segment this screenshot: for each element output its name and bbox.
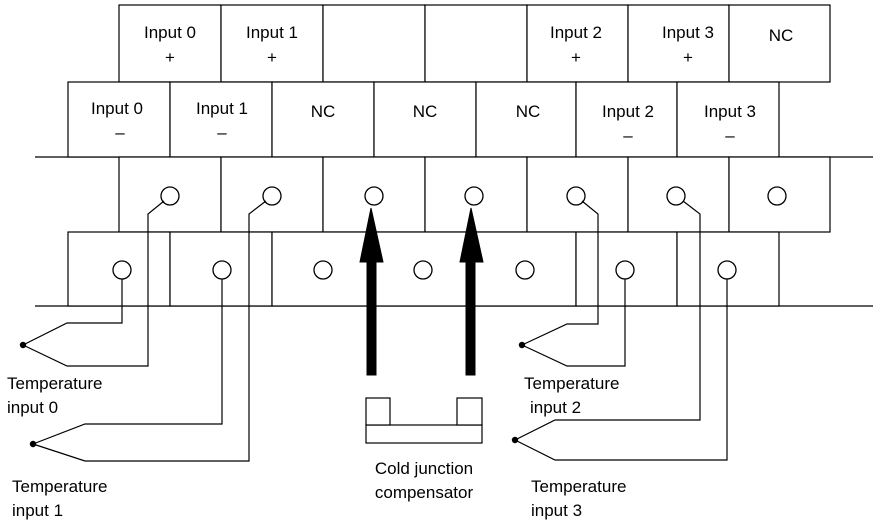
lower-label: NC <box>413 102 438 121</box>
caption-temperature-input-2: Temperature <box>524 374 619 393</box>
terminal-screw <box>112 260 132 280</box>
arrow-shaft <box>366 249 377 376</box>
caption-temperature-input-2-line2: input 2 <box>530 398 581 417</box>
caption-temperature-input-0: Temperature <box>7 374 102 393</box>
label-box-lower <box>373 81 477 158</box>
caption-compensator: compensator <box>375 483 474 502</box>
lower-label-sign: – <box>217 123 227 142</box>
lower-label: Input 0 <box>91 99 143 118</box>
terminal-screw <box>717 260 737 280</box>
wire-plus-1 <box>32 200 267 462</box>
compensator-arrows <box>359 207 484 376</box>
caption-temperature-input-1-line2: input 1 <box>12 501 63 520</box>
terminal-screw <box>262 186 282 206</box>
label-box-lower <box>475 81 577 158</box>
upper-label-sign: + <box>683 48 693 67</box>
compensator-base <box>365 424 483 444</box>
terminal-screw <box>313 260 333 280</box>
thermocouple-junction-2 <box>518 341 526 349</box>
upper-label: NC <box>769 26 794 45</box>
upper-label-sign: + <box>571 48 581 67</box>
arrow-head <box>459 207 484 263</box>
upper-label: Input 0 <box>144 23 196 42</box>
terminal-screw <box>413 260 433 280</box>
compensator-post-left <box>365 397 391 426</box>
arrow-shaft <box>465 249 476 376</box>
caption-temperature-input-3: Temperature <box>531 477 626 496</box>
terminal-screw <box>515 260 535 280</box>
caption-cold-junction: Cold junction <box>375 459 473 478</box>
lower-label-sign: – <box>725 126 735 145</box>
caption-temperature-input-3-line2: input 3 <box>531 501 582 520</box>
lower-label-row: Input 0 – Input 1 – NC NC NC Input 2 – I… <box>67 81 780 158</box>
upper-label-sign: + <box>165 48 175 67</box>
label-box-lower <box>676 81 780 158</box>
lower-label: NC <box>311 102 336 121</box>
upper-label-sign: + <box>267 48 277 67</box>
label-box-upper <box>118 4 222 83</box>
lower-label: NC <box>516 102 541 121</box>
label-box-upper <box>322 4 426 83</box>
terminal-screw <box>364 186 384 206</box>
cold-junction-compensator-symbol <box>365 397 483 444</box>
label-box-lower <box>271 81 375 158</box>
lower-label: Input 3 <box>704 102 756 121</box>
thermocouple-input-1 <box>29 200 267 462</box>
wire-plus-3 <box>514 200 701 441</box>
wire-plus-2 <box>521 200 599 346</box>
caption-temperature-input-1: Temperature <box>12 477 107 496</box>
terminal-screw <box>566 186 586 206</box>
lower-label: Input 1 <box>196 99 248 118</box>
terminal-screw <box>464 186 484 206</box>
terminal-screw <box>160 186 180 206</box>
lower-label-sign: – <box>623 126 633 145</box>
compensator-post-right <box>456 397 483 426</box>
thermocouple-input-2 <box>518 200 626 367</box>
thermocouple-junction-1 <box>29 440 37 448</box>
thermocouple-input-0 <box>19 200 165 367</box>
upper-label-row: Input 0 + Input 1 + Input 2 + Input 3 + … <box>118 4 831 83</box>
wire-minus-1 <box>32 279 223 445</box>
thermocouple-input-3 <box>511 200 728 461</box>
thermocouple-junction-0 <box>19 341 27 349</box>
wire-minus-2 <box>521 279 626 367</box>
terminal-screw <box>767 186 787 206</box>
thermocouple-junction-3 <box>511 436 519 444</box>
lower-terminal-row <box>67 231 780 307</box>
terminal-screw <box>615 260 635 280</box>
caption-temperature-input-0-line2: input 0 <box>7 398 58 417</box>
lower-label-sign: – <box>115 123 125 142</box>
lower-label: Input 2 <box>602 102 654 121</box>
upper-terminal-row <box>118 156 831 233</box>
label-box-upper <box>728 4 831 83</box>
wire-plus-0 <box>22 200 165 367</box>
label-box-lower <box>67 81 171 158</box>
wire-minus-0 <box>22 279 123 346</box>
arrow-head <box>359 207 384 263</box>
label-box-lower <box>169 81 273 158</box>
wire-minus-3 <box>514 279 728 461</box>
label-box-upper <box>424 4 528 83</box>
terminal-screw <box>666 186 686 206</box>
upper-label: Input 3 <box>662 23 714 42</box>
label-box-upper <box>220 4 324 83</box>
upper-label: Input 2 <box>550 23 602 42</box>
label-box-upper <box>526 4 629 83</box>
label-box-upper <box>627 4 730 83</box>
terminal-screw <box>212 260 232 280</box>
upper-label: Input 1 <box>246 23 298 42</box>
